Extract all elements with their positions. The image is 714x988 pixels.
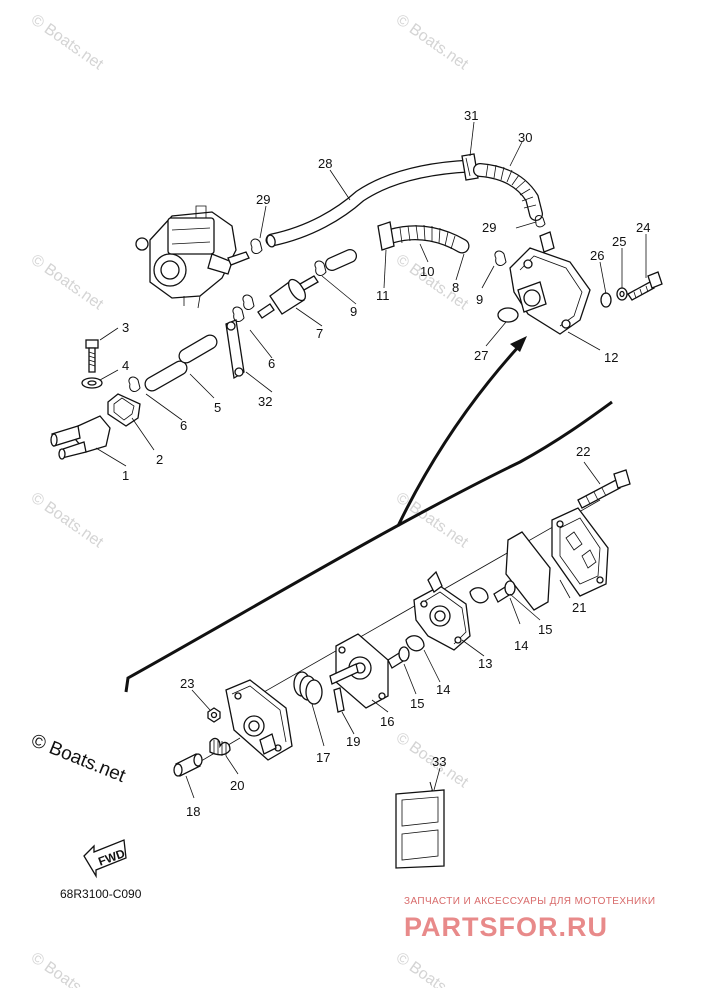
part-label: 6 [268,356,275,371]
part-label: 16 [380,714,394,729]
part-label: 21 [572,600,586,615]
part-label: 13 [478,656,492,671]
clip-6 [128,376,141,392]
washer-26 [600,292,612,308]
nut-23 [207,707,221,723]
part-label: 1 [122,468,129,483]
gasket-2 [107,393,141,427]
bolt-22 [577,469,631,509]
part-label: 8 [452,280,459,295]
watermark: © Boats.net [28,949,107,988]
fuel-joint-1 [50,415,111,460]
clip-29 [250,238,263,255]
part-label: 30 [518,130,532,145]
ribbed-hose-10 [384,224,470,254]
assembly-arrow [396,343,522,527]
hose-clamp-11 [377,221,395,251]
part-label: 9 [350,304,357,319]
clip-29 [534,214,546,228]
diaphragm-gasket [505,531,551,611]
part-label: 26 [590,248,604,263]
part-label: 18 [186,804,200,819]
fuel-filter-7 [257,275,319,319]
part-label: 32 [258,394,272,409]
repair-kit-33 [395,781,445,869]
part-label: 28 [318,156,332,171]
pin-19 [333,687,345,713]
pump-base [225,679,293,761]
clip-6 [232,294,255,322]
watermark: © Boats.net [393,949,472,988]
part-label: 25 [612,234,626,249]
copyright-label: © Boats.net [28,730,129,787]
pump-cover-21 [551,507,609,597]
bolt-3 [85,339,99,373]
short-hose-8 [325,249,357,271]
brand-logo: ЗАПЧАСТИ И АКСЕССУАРЫ ДЛЯ МОТОТЕХНИКИ PA… [404,896,655,942]
fuel-hose-5 [144,334,218,392]
part-label: 15 [538,622,552,637]
part-label: 5 [214,400,221,415]
diagram-code: 68R3100-C090 [60,887,142,901]
part-label: 2 [156,452,163,467]
valve-14 [469,587,489,604]
part-label: 10 [420,264,434,279]
pump-body-13 [413,570,471,651]
screw-15 [387,646,410,669]
washer-25 [616,287,628,301]
part-label: 17 [316,750,330,765]
plunger-18 [173,753,203,777]
watermark: © Boats.net [393,11,472,73]
valve-14 [405,635,425,652]
part-label: 3 [122,320,129,335]
part-label: 29 [482,220,496,235]
part-label: 6 [180,418,187,433]
carburetor-drawing [135,205,250,309]
spring-17 [293,671,323,705]
washer-4 [81,377,103,389]
part-labels: 1 2 3 4 5 6 6 7 8 9 9 10 11 12 13 14 14 … [122,108,650,819]
watermark: © Boats.net [28,489,107,551]
diaphragm-16 [329,633,389,709]
part-label: 29 [256,192,270,207]
part-label: 31 [464,108,478,123]
section-divider [124,400,613,693]
watermark: © Boats.net [393,251,472,313]
clip-9 [494,250,507,266]
part-label: 20 [230,778,244,793]
brand-name: PARTSFOR.RU [404,912,608,942]
part-label: 22 [576,444,590,459]
fwd-arrow: FWD [83,839,127,879]
leader-lines [95,121,647,799]
part-label: 14 [436,682,450,697]
part-label: 23 [180,676,194,691]
part-label: 24 [636,220,650,235]
bracket-32 [225,319,245,380]
part-label: 9 [476,292,483,307]
part-label: 7 [316,326,323,341]
spring-20 [209,737,231,756]
clip-9 [314,260,327,276]
part-label: 27 [474,348,488,363]
part-label: 19 [346,734,360,749]
screw-15 [493,580,516,603]
part-label: 12 [604,350,618,365]
part-label: 33 [432,754,446,769]
watermark: © Boats.net [28,11,107,73]
part-label: 11 [376,288,390,303]
o-ring-27 [497,307,519,323]
watermark: © Boats.net [28,251,107,313]
part-label: 4 [122,358,129,373]
part-label: 15 [410,696,424,711]
bolt-24 [627,271,663,301]
part-label: 14 [514,638,528,653]
ribbed-hose-30 [473,163,543,221]
brand-subtitle: ЗАПЧАСТИ И АКСЕССУАРЫ ДЛЯ МОТОТЕХНИКИ [404,896,655,907]
fuel-pump-12 [509,231,591,335]
